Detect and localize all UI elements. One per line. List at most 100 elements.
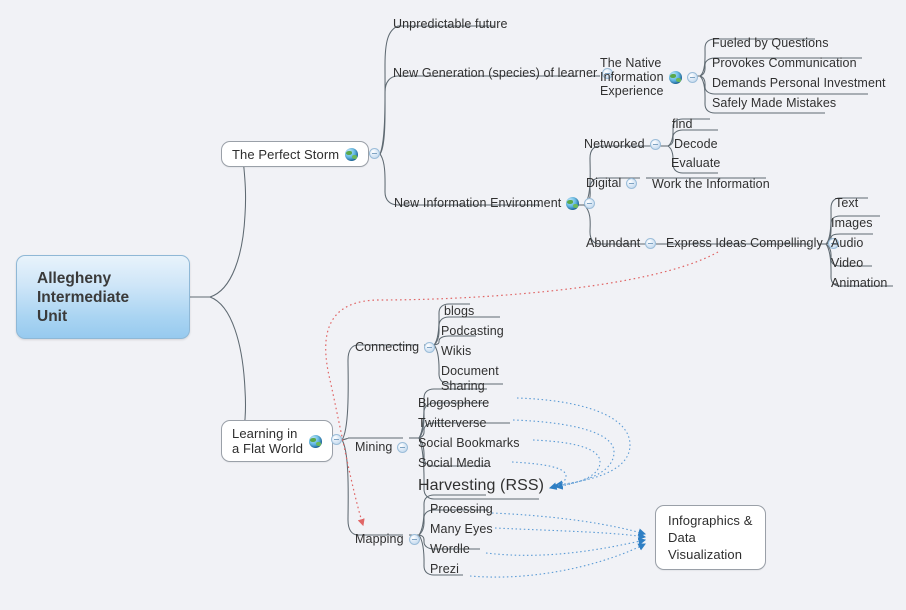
topic-label: Evaluate	[671, 156, 721, 170]
collapse-icon-perfect-storm[interactable]	[369, 148, 380, 159]
topic-label: Audio	[831, 236, 864, 250]
topic-label: Fueled by Questions	[712, 36, 829, 50]
topic-label: New Generation (species) of learner	[393, 66, 598, 80]
topic-label: Images	[831, 216, 873, 230]
topic-label: Networked	[584, 137, 645, 151]
topic-new-information-environment[interactable]: New Information Environment	[394, 196, 596, 210]
topic-work-the-information[interactable]: Work the Information	[652, 177, 770, 191]
topic-label: Infographics & Data Visualization	[668, 513, 753, 562]
topic-images[interactable]: Images	[831, 216, 873, 230]
relation-mapping-to-infographics	[469, 512, 647, 578]
topic-label: Abundant	[586, 236, 641, 250]
topic-mining[interactable]: Mining	[355, 440, 409, 454]
globe-icon[interactable]	[309, 434, 323, 448]
topic-label: Mining	[355, 440, 393, 454]
topic-label: The Native Information Experience	[600, 56, 664, 98]
topic-provokes-communication[interactable]: Provokes Communication	[712, 56, 857, 70]
topic-native-information-experience[interactable]: The Native Information Experience	[600, 56, 698, 98]
topic-label: find	[672, 117, 693, 131]
collapse-icon-native-experience[interactable]	[686, 71, 698, 83]
topic-mapping[interactable]: Mapping	[355, 532, 420, 546]
topic-label: Safely Made Mistakes	[712, 96, 837, 110]
topic-label: Provokes Communication	[712, 56, 857, 70]
topic-label: Connecting	[355, 340, 420, 354]
topic-audio[interactable]: Audio	[831, 236, 863, 250]
topic-label: Blogosphere	[418, 396, 490, 410]
root-node[interactable]: Allegheny Intermediate Unit	[16, 255, 190, 339]
collapse-icon-mapping[interactable]	[408, 533, 420, 545]
topic-connecting[interactable]: Connecting	[355, 340, 436, 354]
globe-icon[interactable]	[668, 70, 682, 84]
topic-blogosphere[interactable]: Blogosphere	[418, 396, 489, 410]
topic-abundant[interactable]: Abundant	[586, 236, 657, 250]
collapse-icon-digital[interactable]	[626, 177, 638, 189]
topic-fueled-by-questions[interactable]: Fueled by Questions	[712, 36, 829, 50]
topic-label: Wordle	[430, 542, 470, 556]
topic-animation[interactable]: Animation	[831, 276, 888, 290]
topic-label: Video	[831, 256, 864, 270]
topic-label: Learning in a Flat World	[232, 426, 304, 456]
collapse-icon-mining[interactable]	[397, 441, 409, 453]
topic-label: Social Media	[418, 456, 491, 470]
topic-prezi[interactable]: Prezi	[430, 562, 459, 576]
relation-mining-to-harvesting	[511, 397, 631, 490]
topic-label: Podcasting	[441, 324, 504, 338]
topic-blogs[interactable]: blogs	[444, 304, 474, 318]
topic-processing[interactable]: Processing	[430, 502, 493, 516]
topic-label: Wikis	[441, 344, 472, 358]
topic-digital[interactable]: Digital	[586, 176, 638, 190]
collapse-icon-networked[interactable]	[649, 138, 661, 150]
topic-the-perfect-storm[interactable]: The Perfect Storm	[221, 141, 370, 167]
collapse-icon-new-generation[interactable]	[602, 67, 614, 79]
topic-label: Document Sharing	[441, 364, 499, 393]
topic-new-generation[interactable]: New Generation (species) of learner	[393, 66, 614, 80]
topic-label: Animation	[831, 276, 888, 290]
topic-express-ideas-compellingly[interactable]: Express Ideas Compellingly	[666, 236, 839, 250]
topic-label: Social Bookmarks	[418, 436, 520, 450]
topic-label: Processing	[430, 502, 493, 516]
collapse-icon-express-ideas[interactable]	[827, 237, 839, 249]
topic-learning-in-a-flat-world[interactable]: Learning in a Flat World	[221, 420, 334, 462]
topic-label: Mapping	[355, 532, 404, 546]
topic-wikis[interactable]: Wikis	[441, 344, 471, 358]
topic-document-sharing[interactable]: Document Sharing	[441, 364, 499, 394]
collapse-icon-new-info-env[interactable]	[584, 197, 596, 209]
topic-demands-personal-investment[interactable]: Demands Personal Investment	[712, 76, 886, 90]
topic-label: New Information Environment	[394, 196, 562, 210]
topic-label: Decode	[674, 137, 718, 151]
topic-label: Demands Personal Investment	[712, 76, 886, 90]
topic-wordle[interactable]: Wordle	[430, 542, 470, 556]
topic-label: Prezi	[430, 562, 459, 576]
topic-label: Work the Information	[652, 177, 770, 191]
topic-podcasting[interactable]: Podcasting	[441, 324, 504, 338]
topic-social-media[interactable]: Social Media	[418, 456, 491, 470]
root-label: Allegheny Intermediate Unit	[37, 269, 130, 325]
topic-networked[interactable]: Networked	[584, 137, 661, 151]
collapse-icon-flat-world[interactable]	[331, 434, 342, 445]
topic-infographics-data-visualization[interactable]: Infographics & Data Visualization	[655, 505, 766, 570]
topic-twitterverse[interactable]: Twitterverse	[418, 416, 487, 430]
topic-unpredictable-future[interactable]: Unpredictable future	[393, 17, 508, 31]
topic-label: Twitterverse	[418, 416, 487, 430]
topic-text[interactable]: Text	[835, 196, 858, 210]
topic-label: Harvesting (RSS)	[418, 477, 545, 494]
topic-find[interactable]: find	[672, 117, 693, 131]
topic-label: Text	[835, 196, 859, 210]
topic-label: Express Ideas Compellingly	[666, 236, 823, 250]
topic-social-bookmarks[interactable]: Social Bookmarks	[418, 436, 520, 450]
topic-evaluate[interactable]: Evaluate	[671, 156, 720, 170]
topic-decode[interactable]: Decode	[674, 137, 718, 151]
topic-label: Unpredictable future	[393, 17, 508, 31]
topic-label: Many Eyes	[430, 522, 493, 536]
globe-icon[interactable]	[345, 147, 359, 161]
topic-label: The Perfect Storm	[232, 146, 340, 162]
topic-label: blogs	[444, 304, 475, 318]
collapse-icon-abundant[interactable]	[645, 237, 657, 249]
topic-safely-made-mistakes[interactable]: Safely Made Mistakes	[712, 96, 836, 110]
topic-harvesting-rss[interactable]: Harvesting (RSS)	[418, 476, 544, 495]
globe-icon[interactable]	[566, 196, 580, 210]
topic-many-eyes[interactable]: Many Eyes	[430, 522, 493, 536]
collapse-icon-connecting[interactable]	[424, 341, 436, 353]
topic-video[interactable]: Video	[831, 256, 863, 270]
